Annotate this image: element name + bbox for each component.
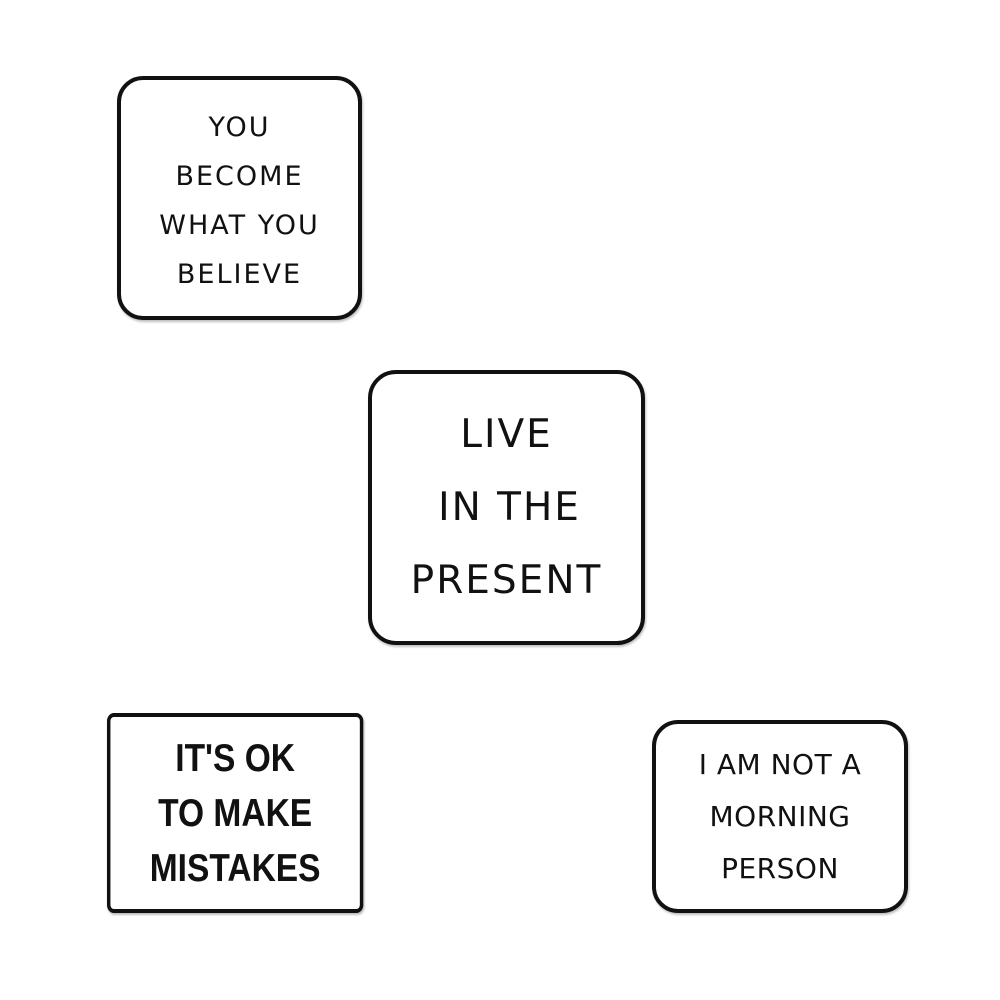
pin-text-line: MISTAKES	[149, 846, 321, 890]
pin-text-line: IT'S OK	[175, 736, 296, 780]
pin-text-line: IN THE	[438, 485, 581, 530]
pin-text-line: LIVE	[460, 412, 553, 457]
pin-text-line: MORNING	[709, 799, 851, 833]
pin-text-line: BECOME	[175, 161, 304, 192]
pin-text-line: BELIEVE	[176, 259, 303, 290]
pin-text-line: PERSON	[721, 851, 839, 885]
pin-i-am-not-a-morning-person: I AM NOT A MORNING PERSON	[652, 720, 908, 913]
pin-text-line: YOU	[208, 112, 271, 143]
pin-text-line: TO MAKE	[158, 791, 313, 835]
pin-text-line: I AM NOT A	[698, 747, 862, 781]
pin-its-ok-to-make-mistakes: IT'S OK TO MAKE MISTAKES	[107, 713, 364, 913]
pin-text-line: WHAT YOU	[159, 210, 320, 241]
pin-text-line: PRESENT	[410, 558, 603, 603]
pin-live-in-the-present: LIVE IN THE PRESENT	[368, 370, 645, 645]
pin-you-become-what-you-believe: YOU BECOME WHAT YOU BELIEVE	[117, 76, 362, 320]
